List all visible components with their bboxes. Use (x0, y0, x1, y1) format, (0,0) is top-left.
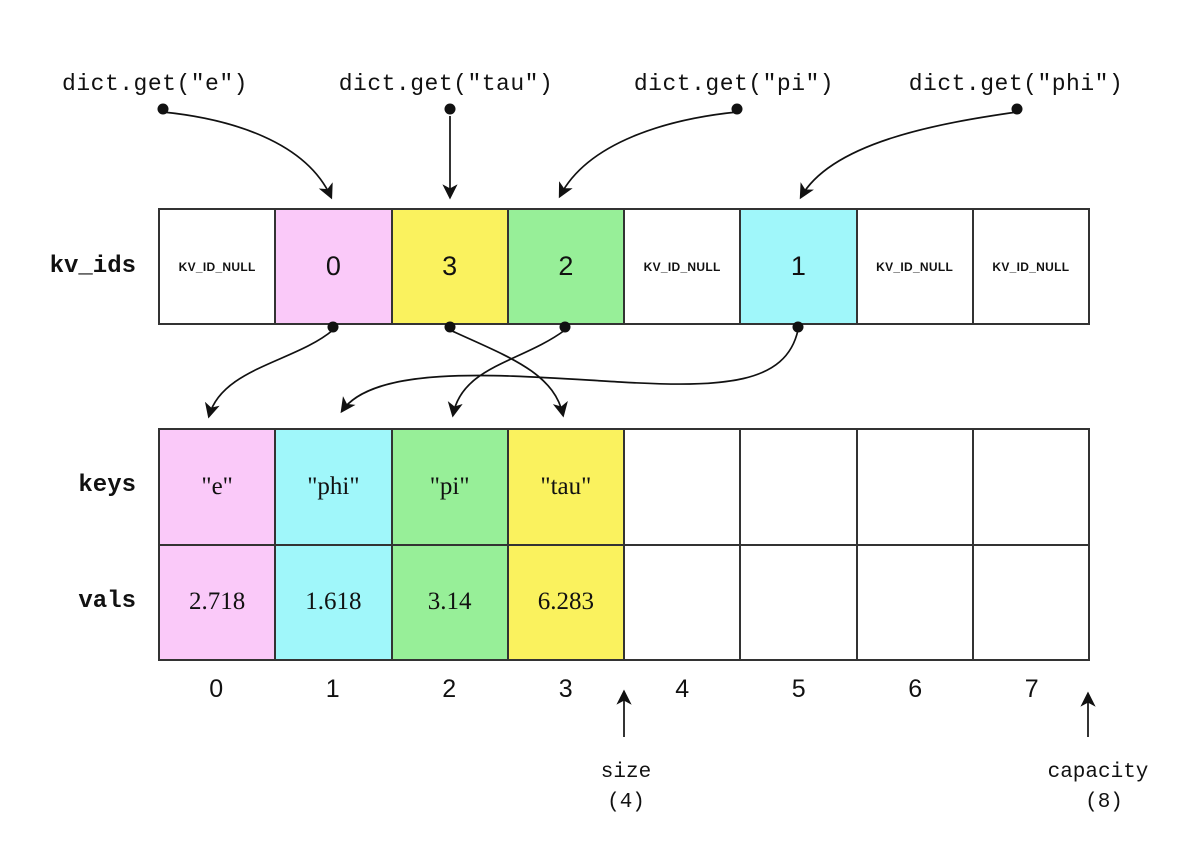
query-label-get-tau: dict.get("tau") (338, 71, 554, 97)
capacity-label: capacity (1047, 761, 1149, 784)
keys-row: "e" "phi" "pi" "tau" (160, 430, 1088, 544)
arrow-id3-to-keys3 (449, 329, 568, 418)
size-label: size (600, 761, 652, 784)
index-label-3: 3 (558, 675, 573, 703)
vals-cell-1: 1.618 (274, 545, 391, 659)
vals-cell-6 (855, 545, 972, 659)
vals-cell-3: 6.283 (506, 545, 623, 659)
vals-cell-2: 3.14 (390, 545, 507, 659)
kv-ids-cell-1: 0 (274, 210, 391, 323)
index-label-4: 4 (675, 675, 690, 703)
index-label-6: 6 (908, 675, 923, 703)
index-label-2: 2 (442, 675, 457, 703)
kv-ids-cell-4: KV_ID_NULL (623, 210, 740, 323)
keys-cell-4 (623, 430, 740, 544)
vals-cell-0: 2.718 (160, 545, 275, 659)
index-label-7: 7 (1024, 675, 1039, 703)
query-dot-pi (731, 103, 743, 115)
query-dot-e (157, 103, 169, 115)
arrow-id0-to-keys0 (204, 329, 334, 419)
query-label-get-e: dict.get("e") (62, 71, 248, 97)
arrow-id2-to-keys2 (447, 329, 566, 418)
kv-ids-cell-3: 2 (506, 210, 623, 323)
slot-indices: 0 1 2 3 4 5 6 7 (158, 675, 1090, 704)
keys-cell-2: "pi" (390, 430, 507, 544)
keys-cell-3: "tau" (506, 430, 623, 544)
query-dot-phi (1011, 103, 1023, 115)
vals-row: 2.718 1.618 3.14 6.283 (160, 543, 1088, 659)
kv-ids-cell-5: 1 (739, 210, 856, 323)
keys-cell-7 (971, 430, 1088, 544)
arrow-get-phi-to-slot5 (799, 111, 1018, 200)
keys-cell-1: "phi" (274, 430, 391, 544)
size-value: (4) (607, 791, 645, 814)
arrow-id1-to-keys1 (340, 329, 799, 414)
keys-cell-0: "e" (160, 430, 275, 544)
query-dot-tau (444, 103, 456, 115)
query-label-get-phi: dict.get("phi") (908, 71, 1124, 97)
index-label-1: 1 (325, 675, 340, 703)
kv-ids-cell-0: KV_ID_NULL (160, 210, 275, 323)
capacity-value: (8) (1085, 791, 1123, 814)
kv-ids-cell-2: 3 (390, 210, 507, 323)
keys-vals-array: "e" "phi" "pi" "tau" 2.718 1.618 3.14 6.… (158, 428, 1090, 661)
arrow-get-e-to-slot1 (162, 111, 333, 200)
vals-cell-5 (739, 545, 856, 659)
vals-cell-7 (971, 545, 1088, 659)
row-label-kv-ids: kv_ids (49, 253, 136, 280)
keys-cell-6 (855, 430, 972, 544)
index-label-5: 5 (791, 675, 806, 703)
kv-ids-cell-6: KV_ID_NULL (855, 210, 972, 323)
kv-ids-array: KV_ID_NULL 0 3 2 KV_ID_NULL 1 KV_ID_NULL… (158, 208, 1090, 325)
query-label-get-pi: dict.get("pi") (633, 71, 835, 97)
row-label-keys: keys (78, 472, 136, 499)
arrow-get-pi-to-slot3 (558, 111, 738, 199)
row-label-vals: vals (78, 588, 136, 615)
vals-cell-4 (623, 545, 740, 659)
keys-cell-5 (739, 430, 856, 544)
kv-ids-cell-7: KV_ID_NULL (971, 210, 1088, 323)
index-label-0: 0 (209, 675, 224, 703)
